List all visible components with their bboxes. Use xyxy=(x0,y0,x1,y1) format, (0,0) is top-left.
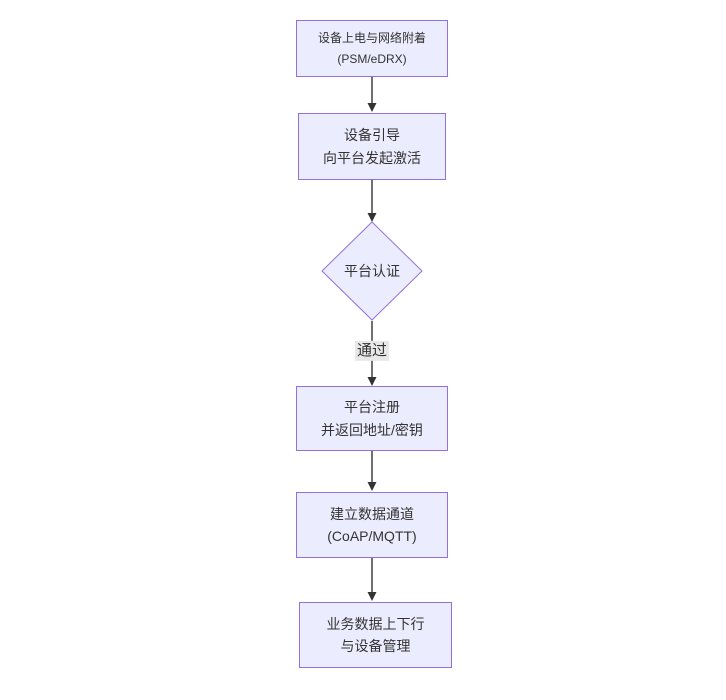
node-business-data-device-management: 业务数据上下行 与设备管理 xyxy=(299,602,452,668)
node-line: 建立数据通道 xyxy=(330,505,414,522)
node-line: (CoAP/MQTT) xyxy=(327,528,417,544)
node-line: (PSM/eDRX) xyxy=(337,51,407,66)
node-platform-register-return-keys: 平台注册 并返回地址/密钥 xyxy=(296,386,448,451)
edge-n2-n3 xyxy=(367,180,377,222)
edge-n4-n5 xyxy=(367,451,377,491)
node-line: 设备上电与网络附着 xyxy=(317,31,426,46)
arrowhead-down-icon xyxy=(367,482,377,491)
edge-n5-n6 xyxy=(367,558,377,601)
node-line: 设备引导 xyxy=(344,127,400,144)
node-platform-auth-diamond xyxy=(321,221,423,321)
node-line: 并返回地址/密钥 xyxy=(321,421,423,438)
node-line: 向平台发起激活 xyxy=(323,149,421,166)
node-platform-auth-label: 平台认证 xyxy=(344,263,400,279)
node-device-bootstrap-activate: 设备引导 向平台发起激活 xyxy=(298,113,446,180)
arrowhead-down-icon xyxy=(367,103,377,112)
arrowhead-down-icon xyxy=(367,592,377,601)
node-line: 平台注册 xyxy=(344,399,400,416)
arrowhead-down-icon xyxy=(367,213,377,222)
node-line: 与设备管理 xyxy=(340,638,411,654)
node-line: 业务数据上下行 xyxy=(326,615,425,632)
arrowhead-down-icon xyxy=(367,377,377,386)
node-device-power-network-attach: 设备上电与网络附着 (PSM/eDRX) xyxy=(296,20,448,77)
edge-label-pass: 通过 xyxy=(354,340,390,362)
edge-n1-n2 xyxy=(367,77,377,112)
node-establish-data-channel: 建立数据通道 (CoAP/MQTT) xyxy=(296,492,448,558)
